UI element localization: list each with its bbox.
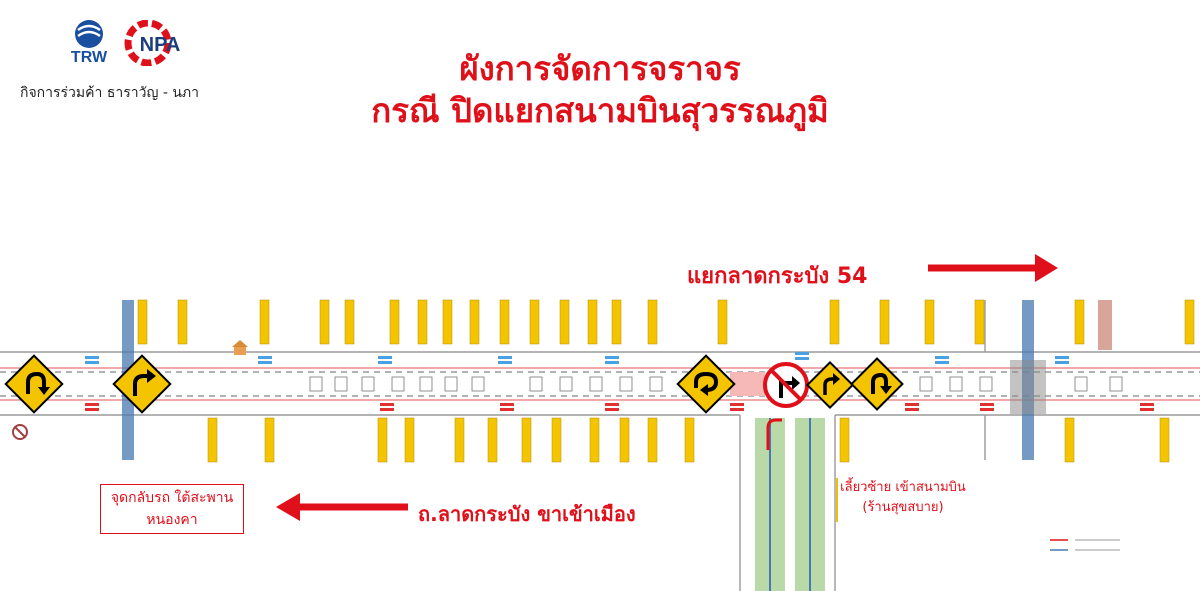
closure-area (730, 372, 765, 396)
no-entry-icon (12, 424, 28, 440)
title-line-1: ผังการจัดการจราจร (459, 49, 741, 88)
trw-logo: TRW (71, 20, 108, 66)
u-turn-sign-2 (676, 354, 736, 414)
junction-label: แยกลาดกระบัง 54 (687, 264, 868, 289)
junction-arrow (928, 254, 1058, 282)
u-turn-sign-1 (4, 354, 64, 414)
left-turn-line-2: (ร้านสุขสบาย) (862, 500, 944, 515)
left-turn-box: เลี้ยวซ้าย เข้าสนามบิน (ร้านสุขสบาย) (836, 478, 968, 522)
uturn-box-line-1: จุดกลับรถ ใต้สะพาน (110, 490, 234, 506)
company-name: กิจการร่วมค้า ธาราวัญ - นภา (20, 85, 200, 101)
uturn-box-line-2: หนองคา (146, 512, 198, 528)
npa-logo-text: NPA (140, 34, 181, 56)
traffic-diagram (0, 254, 1200, 591)
npa-logo: NPA (124, 20, 181, 66)
no-right-turn-sign (763, 362, 809, 408)
turn-right-sign-2 (805, 360, 855, 410)
left-turn-line-1: เลี้ยวซ้าย เข้าสนามบิน (840, 480, 966, 495)
road-label: ถ.ลาดกระบัง ขาเข้าเมือง (418, 502, 636, 526)
road-arrow (276, 493, 408, 521)
turn-right-sign-1 (112, 354, 172, 414)
uturn-point-box: จุดกลับรถ ใต้สะพาน หนองคา (100, 484, 244, 534)
trw-logo-text: TRW (71, 49, 108, 66)
u-turn-sign-3 (850, 357, 904, 411)
title-line-2: กรณี ปิดแยกสนามบินสุวรรณภูมิ (371, 91, 829, 130)
building-icon (232, 340, 248, 355)
